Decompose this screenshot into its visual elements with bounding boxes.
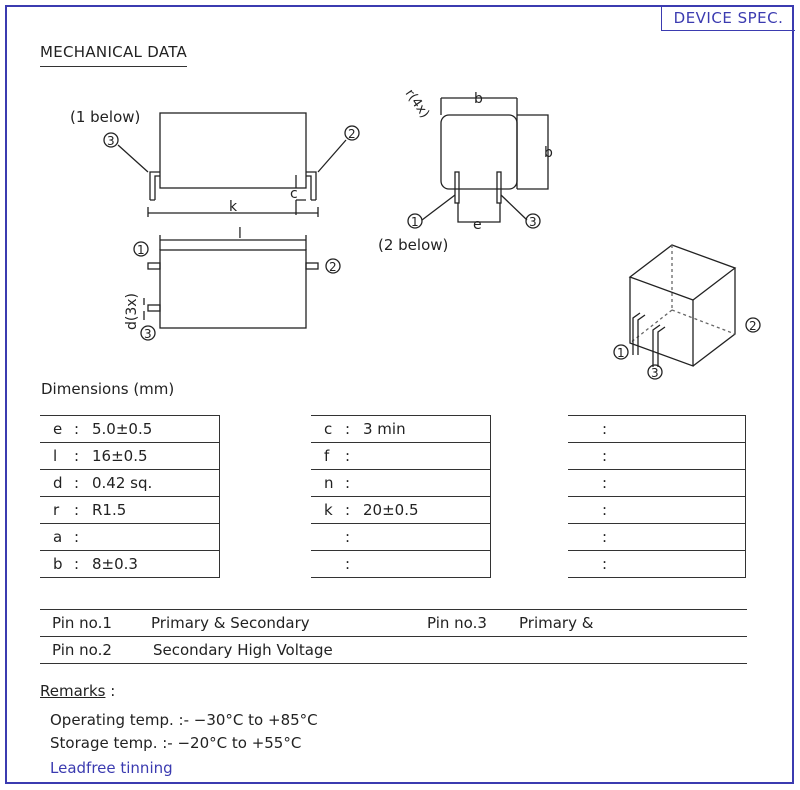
side-view: (1 below) 3 2 k c (70, 108, 360, 217)
table-row: r:R1.5 (40, 496, 220, 523)
svg-text:k: k (229, 199, 238, 215)
dimensions-table-3: : : : : : : (568, 415, 746, 578)
svg-text:d(3x): d(3x) (124, 293, 140, 330)
svg-text:2: 2 (348, 127, 356, 141)
table-row: : (311, 523, 491, 550)
svg-text:2: 2 (749, 319, 757, 333)
table-row: : (568, 469, 746, 496)
table-row: : (568, 415, 746, 442)
device-spec-label: DEVICE SPEC. (661, 6, 795, 31)
table-row: a: (40, 523, 220, 550)
svg-text:(1 below): (1 below) (70, 108, 140, 126)
table-row: k:20±0.5 (311, 496, 491, 523)
svg-text:l: l (238, 226, 242, 242)
table-row: c:3 min (311, 415, 491, 442)
table-row: l:16±0.5 (40, 442, 220, 469)
pin-row: Pin no.1 Primary & Secondary Pin no.3 Pr… (40, 609, 747, 636)
table-row: : (568, 523, 746, 550)
svg-text:r(4x): r(4x) (402, 87, 432, 121)
storage-temp: Storage temp. :- −20°C to +55°C (50, 734, 302, 752)
svg-text:1: 1 (411, 215, 419, 229)
mechanical-drawing: (1 below) 3 2 k c 1 2 3 l d(3x) 1 3 b b … (70, 87, 761, 380)
table-row: : (568, 442, 746, 469)
svg-text:3: 3 (107, 134, 115, 148)
svg-text:e: e (473, 217, 482, 233)
svg-text:3: 3 (651, 366, 659, 380)
pin-row: Pin no.2 Secondary High Voltage (40, 636, 747, 664)
dimensions-table-1: e:5.0±0.5 l:16±0.5 d:0.42 sq. r:R1.5 a: … (40, 415, 220, 578)
svg-text:b: b (544, 145, 553, 161)
dimensions-heading: Dimensions (mm) (41, 380, 175, 398)
svg-text:c: c (290, 186, 298, 202)
remarks-heading: Remarks : (40, 682, 116, 700)
svg-text:2: 2 (329, 260, 337, 274)
svg-text:b: b (474, 91, 483, 107)
table-row: d:0.42 sq. (40, 469, 220, 496)
page-title: MECHANICAL DATA (40, 43, 188, 67)
table-row: : (568, 550, 746, 578)
pin-table: Pin no.1 Primary & Secondary Pin no.3 Pr… (40, 609, 747, 664)
table-row: : (568, 496, 746, 523)
table-row: f: (311, 442, 491, 469)
table-row: e:5.0±0.5 (40, 415, 220, 442)
svg-text:1: 1 (617, 346, 625, 360)
top-view: 1 2 3 l d(3x) (124, 226, 341, 341)
leadfree-note: Leadfree tinning (50, 759, 173, 777)
svg-text:(2 below): (2 below) (378, 236, 448, 254)
svg-text:3: 3 (529, 215, 537, 229)
page-frame (5, 5, 794, 784)
table-row: n: (311, 469, 491, 496)
svg-text:3: 3 (144, 327, 152, 341)
svg-text:1: 1 (137, 243, 145, 257)
dimensions-table-2: c:3 min f: n: k:20±0.5 : : (311, 415, 491, 578)
table-row: : (311, 550, 491, 578)
end-view: 1 3 b b e (2 below) r(4x) (378, 87, 553, 254)
iso-view: 1 2 3 (613, 244, 761, 380)
table-row: b:8±0.3 (40, 550, 220, 578)
operating-temp: Operating temp. :- −30°C to +85°C (50, 711, 318, 729)
